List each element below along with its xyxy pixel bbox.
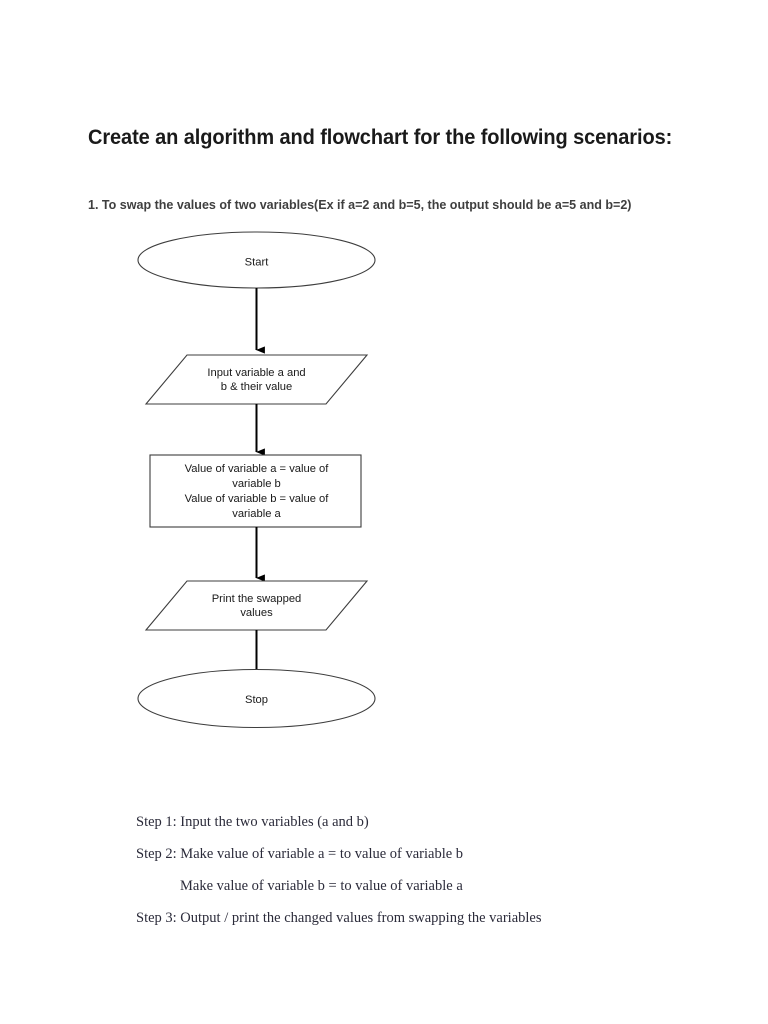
input-label-line-1: Input variable a and [207, 367, 305, 379]
print-label-line-1: Print the swapped [212, 593, 302, 605]
step-line-3: Step 3: Output / print the changed value… [136, 910, 542, 926]
flow-node-stop: Stop [137, 668, 376, 729]
input-parallelogram-shape [144, 354, 369, 405]
process-label-line-1: Value of variable a = value of [185, 463, 330, 475]
flow-node-process: Value of variable a = value of variable … [149, 454, 362, 528]
flow-node-input: Input variable a and b & their value [144, 354, 369, 405]
print-parallelogram-shape [144, 580, 369, 631]
flow-node-print: Print the swapped values [144, 580, 369, 631]
process-label-line-2: variable b [232, 478, 281, 490]
print-label-line-2: values [240, 607, 273, 619]
start-label: Start [245, 257, 270, 269]
page-title: Create an algorithm and flowchart for th… [88, 125, 673, 150]
algorithm-steps: Step 1: Input the two variables (a and b… [136, 806, 716, 934]
flow-node-start: Start [137, 231, 376, 289]
stop-ellipse-shape [137, 668, 376, 729]
flowchart-diagram: Start Input variable a and b & their val… [120, 220, 420, 750]
step-line-2-continuation: Make value of variable b = to value of v… [180, 878, 463, 894]
process-label-line-4: variable a [232, 508, 281, 520]
process-rect-shape [149, 454, 362, 528]
process-label-line-3: Value of variable b = value of [185, 493, 330, 505]
step-line-2: Step 2: Make value of variable a = to va… [136, 846, 464, 862]
scenario-prompt: 1. To swap the values of two variables(E… [88, 197, 632, 212]
input-label-line-2: b & their value [221, 381, 293, 393]
step-line-1: Step 1: Input the two variables (a and b… [136, 814, 369, 830]
stop-label: Stop [245, 694, 268, 706]
